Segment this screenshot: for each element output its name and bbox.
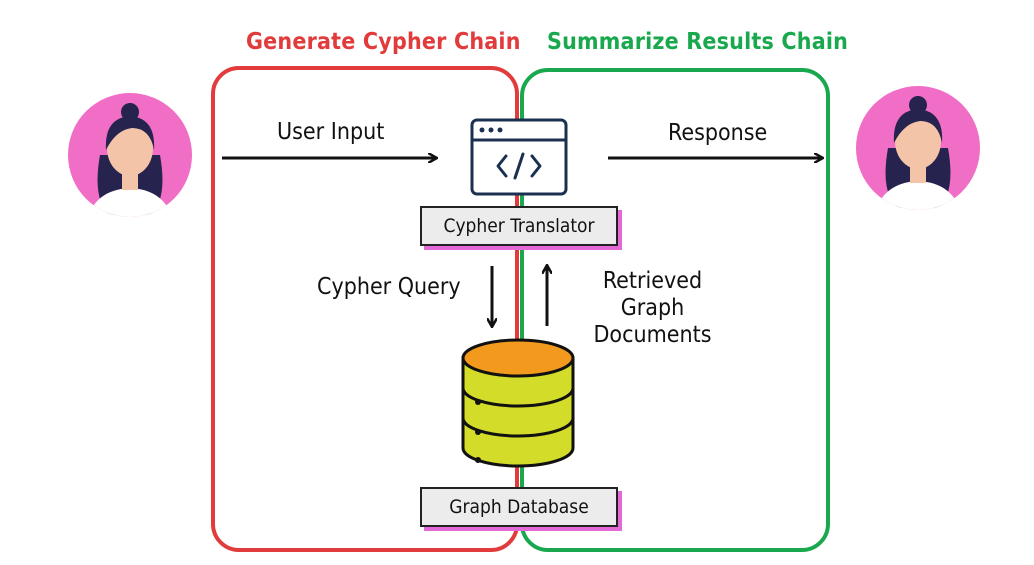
user-avatar-right-icon	[856, 86, 980, 210]
cypher-query-label: Cypher Query	[317, 274, 461, 300]
retrieved-documents-label: Retrieved Graph Documents	[585, 268, 720, 349]
database-icon	[461, 338, 575, 468]
code-window-icon	[470, 118, 568, 196]
user-input-label: User Input	[277, 119, 385, 145]
retrieved-line-2: Graph	[620, 295, 685, 321]
summarize-chain-title: Summarize Results Chain	[547, 29, 849, 55]
generate-chain-title: Generate Cypher Chain	[246, 29, 521, 55]
graph-database-tag: Graph Database	[420, 487, 618, 527]
user-avatar-left-icon	[68, 93, 192, 217]
response-label: Response	[668, 120, 768, 146]
retrieved-line-3: Documents	[593, 322, 712, 348]
retrieved-line-1: Retrieved	[602, 268, 703, 294]
cypher-translator-tag: Cypher Translator	[420, 206, 618, 246]
summarize-chain-box	[520, 68, 830, 552]
generate-chain-box	[211, 66, 519, 552]
